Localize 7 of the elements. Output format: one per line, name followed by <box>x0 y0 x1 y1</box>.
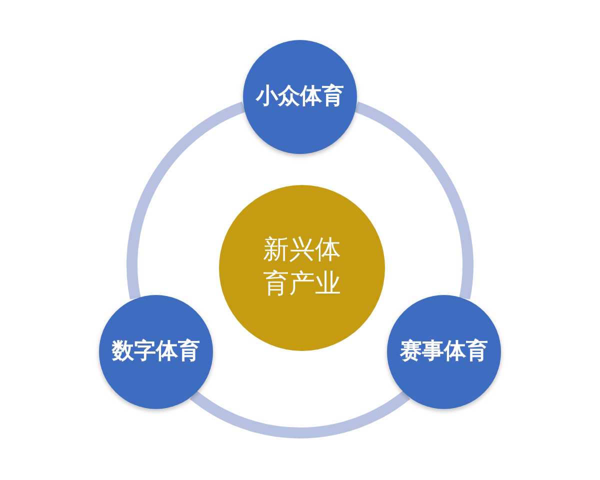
topic-label: 赛事体育 <box>400 338 488 366</box>
center-label: 新兴体育产业 <box>262 234 342 301</box>
ring-arc <box>126 102 246 300</box>
ring-arc <box>190 390 410 438</box>
topic-label: 小众体育 <box>256 83 344 111</box>
ring-arc <box>354 102 474 300</box>
topic-label: 数字体育 <box>112 338 200 366</box>
